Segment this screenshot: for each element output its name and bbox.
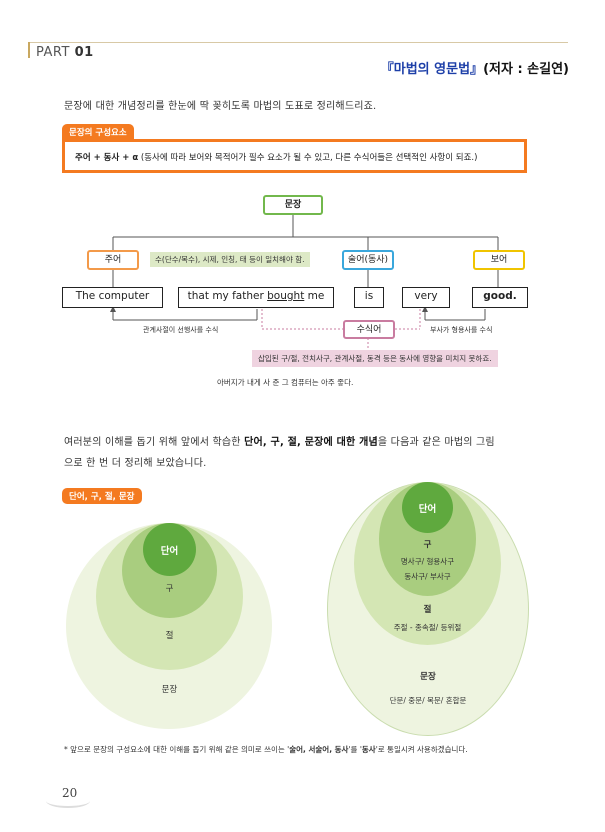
right-phrase-label: 구: [423, 540, 432, 550]
formula-note: (동사에 따라 보어와 목적어가 필수 요소가 될 수 있고, 다른 수식어들은…: [138, 153, 478, 163]
header-accent: [28, 42, 30, 58]
header-rule: [28, 42, 568, 43]
section-tag-sentence-components: 문장의 구성요소: [62, 124, 134, 140]
word-relative-clause: that my father bought me: [178, 287, 334, 308]
agreement-note: 수(단수/복수), 시제, 인칭, 태 등이 일치해야 함.: [150, 252, 310, 267]
oval-word: [402, 482, 453, 533]
paragraph-line-2: 으로 한 번 더 정리해 보았습니다.: [64, 458, 207, 469]
footnote: * 앞으로 문장의 구성요소에 대한 이해를 돕기 위해 같은 의미로 쓰이는 …: [64, 745, 468, 754]
left-sentence-label: 문장: [161, 685, 178, 695]
node-predicate: 술어(동사): [342, 250, 394, 270]
right-clause-types: 주절 - 종속절/ 등위절: [393, 623, 462, 632]
right-sentence-label: 문장: [420, 672, 436, 682]
word-very: very: [402, 287, 450, 308]
node-sentence: 문장: [263, 195, 323, 215]
paragraph-line-1: 여러분의 이해를 돕기 위해 앞에서 학습한 단어, 구, 절, 문장에 대한 …: [64, 437, 495, 448]
node-modifier: 수식어: [343, 320, 395, 339]
word-the-computer: The computer: [62, 287, 163, 308]
right-phrase-types-2: 동사구/ 부사구: [404, 572, 451, 581]
note-relative-clause: 관계사절이 선행사를 수식: [143, 326, 219, 334]
intro-text: 문장에 대한 개념정리를 한눈에 딱 꽂히도록 마법의 도표로 정리해드리죠.: [64, 101, 377, 112]
right-word-label: 단어: [418, 504, 437, 515]
word-good: good.: [472, 287, 528, 308]
word-is: is: [354, 287, 384, 308]
formula-bold: 주어 + 동사 + α: [75, 153, 139, 163]
node-subject: 주어: [87, 250, 139, 270]
right-sentence-types: 단문/ 중문/ 복문/ 혼합문: [389, 696, 467, 705]
diagram-connectors: [110, 215, 499, 350]
part-label: PART 01: [36, 45, 94, 60]
book-title: 『마법의 영문법』(저자 : 손길연): [380, 62, 569, 77]
circle-word: [143, 523, 196, 576]
formula-box: 주어 + 동사 + α (동사에 따라 보어와 목적어가 필수 요소가 될 수 …: [62, 139, 527, 173]
translation: 아버지가 내게 사 준 그 컴퓨터는 아주 좋다.: [217, 378, 354, 387]
left-word-label: 단어: [160, 546, 179, 557]
page-number-arc: [46, 794, 90, 808]
modifier-note: 삽입된 구/절, 전치사구, 관계사절, 동격 등은 동사에 영향을 미치지 못…: [252, 350, 498, 367]
node-complement: 보어: [473, 250, 525, 270]
right-phrase-types-1: 명사구/ 형용사구: [400, 557, 455, 566]
page-number: 20: [62, 786, 78, 800]
right-clause-label: 절: [423, 605, 432, 615]
left-clause-label: 절: [165, 631, 174, 641]
left-phrase-label: 구: [165, 584, 174, 594]
section-tag-circles: 단어, 구, 절, 문장: [62, 488, 142, 504]
note-adverb: 부사가 형용사를 수식: [430, 326, 493, 334]
